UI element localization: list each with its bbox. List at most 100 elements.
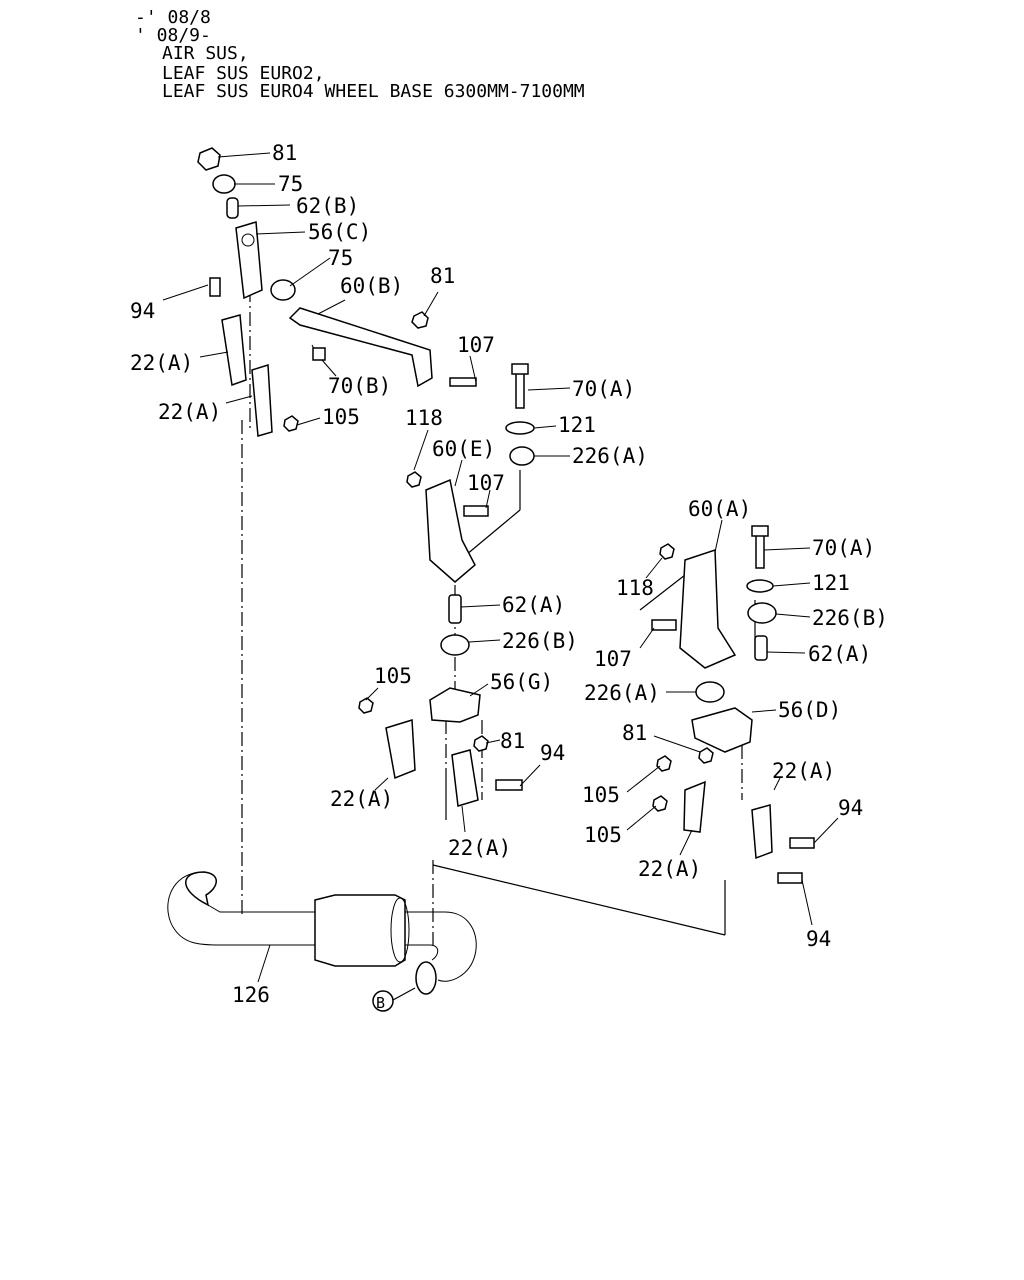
bolt-94-right-2 [777, 872, 803, 884]
collar-62a-center [448, 594, 462, 624]
nut-81-mid [411, 311, 429, 329]
bolt-94-center [495, 779, 523, 791]
header-line-1: -' 08/8 [135, 7, 211, 28]
callout-75: 75 [278, 172, 303, 196]
bracket-60e [425, 478, 476, 583]
callout-107: 107 [594, 647, 632, 671]
collar-62b [226, 197, 239, 219]
callout-70b: 70(B) [328, 374, 391, 398]
callout-22a: 22(A) [158, 400, 221, 424]
callout-94: 94 [540, 741, 565, 765]
callout-226b: 226(B) [502, 629, 578, 653]
callout-75: 75 [328, 246, 353, 270]
callout-121: 121 [558, 413, 596, 437]
nut-105-center [358, 697, 374, 714]
washer-121-center [505, 421, 535, 435]
nut-81-top [197, 147, 221, 171]
callout-94: 94 [130, 299, 155, 323]
callout-60e: 60(E) [432, 437, 495, 461]
ref-b-circle [372, 990, 394, 1012]
exhaust-pipe-126 [185, 871, 217, 907]
callout-94: 94 [838, 796, 863, 820]
callout-22a: 22(A) [638, 857, 701, 881]
clip-22a-right-2 [751, 804, 773, 860]
callout-105: 105 [322, 405, 360, 429]
callout-105: 105 [582, 783, 620, 807]
callout-22a: 22(A) [130, 351, 193, 375]
callout-22a: 22(A) [772, 759, 835, 783]
bolt-107-top [449, 377, 477, 387]
callout-70a: 70(A) [572, 377, 635, 401]
bolt-94-left [209, 277, 221, 297]
clip-22a-left-1 [221, 314, 247, 387]
callout-105: 105 [584, 823, 622, 847]
rubber-226b-right [747, 602, 777, 624]
collar-62a-right [754, 635, 768, 661]
clip-22a-right-1 [683, 780, 706, 833]
callout-118: 118 [616, 576, 654, 600]
callout-81: 81 [430, 264, 455, 288]
bracket-60a [679, 548, 737, 669]
ref-b-label: B [376, 994, 385, 1012]
callout-226b: 226(B) [812, 606, 888, 630]
header-line-2: ' 08/9- [135, 25, 211, 46]
bushing-75-top [212, 174, 236, 194]
bolt-head-70a-center [511, 363, 529, 375]
nut-118-right [659, 543, 675, 560]
callout-105: 105 [374, 664, 412, 688]
bolt-94-right-1 [789, 837, 815, 849]
muffler [314, 894, 406, 967]
bolt-70a-right [755, 531, 765, 569]
nut-105-right-1 [656, 755, 672, 772]
callout-226a: 226(A) [572, 444, 648, 468]
bracket-56g [429, 687, 481, 723]
bolt-head-70a-right [751, 525, 769, 537]
washer-121-right [746, 579, 774, 593]
callout-62a: 62(A) [502, 593, 565, 617]
clip-22a-left-2 [251, 363, 273, 437]
header-line-5: LEAF SUS EURO4 WHEEL BASE 6300MM-7100MM [162, 81, 585, 102]
callout-22a: 22(A) [448, 836, 511, 860]
header-line-4: LEAF SUS EURO2, [162, 63, 325, 84]
callout-22a: 22(A) [330, 787, 393, 811]
exhaust-outlet [415, 961, 437, 995]
bushing-75-lower [270, 279, 296, 301]
header-line-3: AIR SUS, [162, 43, 249, 64]
bracket-60b [288, 307, 433, 388]
callout-70a: 70(A) [812, 536, 875, 560]
callout-118: 118 [405, 406, 443, 430]
part-shapes [167, 147, 815, 1012]
rubber-226a-right [695, 681, 725, 703]
callout-126: 126 [232, 983, 270, 1007]
callout-81: 81 [622, 721, 647, 745]
callout-62a: 62(A) [808, 642, 871, 666]
callout-121: 121 [812, 571, 850, 595]
bolt-107-center [463, 505, 489, 517]
bracket-56c [235, 221, 263, 300]
callout-labels: 81 75 62(B) 56(C) 75 60(B) 81 94 107 22(… [130, 141, 888, 1012]
callout-62b: 62(B) [296, 194, 359, 218]
bracket-56d [691, 707, 753, 753]
nut-81-right [698, 747, 714, 764]
callout-226a: 226(A) [584, 681, 660, 705]
leader-lines [162, 152, 839, 983]
rubber-226a-center [509, 446, 535, 466]
nut-118-center [406, 471, 422, 488]
callout-60a: 60(A) [688, 497, 751, 521]
nut-105-right-2 [652, 795, 668, 812]
callout-81: 81 [500, 729, 525, 753]
bolt-70b [312, 347, 326, 361]
nut-81-center [473, 735, 489, 752]
callout-94: 94 [806, 927, 831, 951]
clip-22a-center-1 [385, 719, 416, 780]
callout-81: 81 [272, 141, 297, 165]
diagram-header: -' 08/8 ' 08/9- AIR SUS, LEAF SUS EURO2,… [0, 6, 585, 174]
clip-22a-center-2 [451, 749, 479, 807]
callout-56c: 56(C) [308, 220, 371, 244]
nut-105-left [283, 415, 299, 432]
bolt-107-right [651, 619, 677, 631]
callout-56d: 56(D) [778, 698, 841, 722]
callout-107: 107 [467, 471, 505, 495]
